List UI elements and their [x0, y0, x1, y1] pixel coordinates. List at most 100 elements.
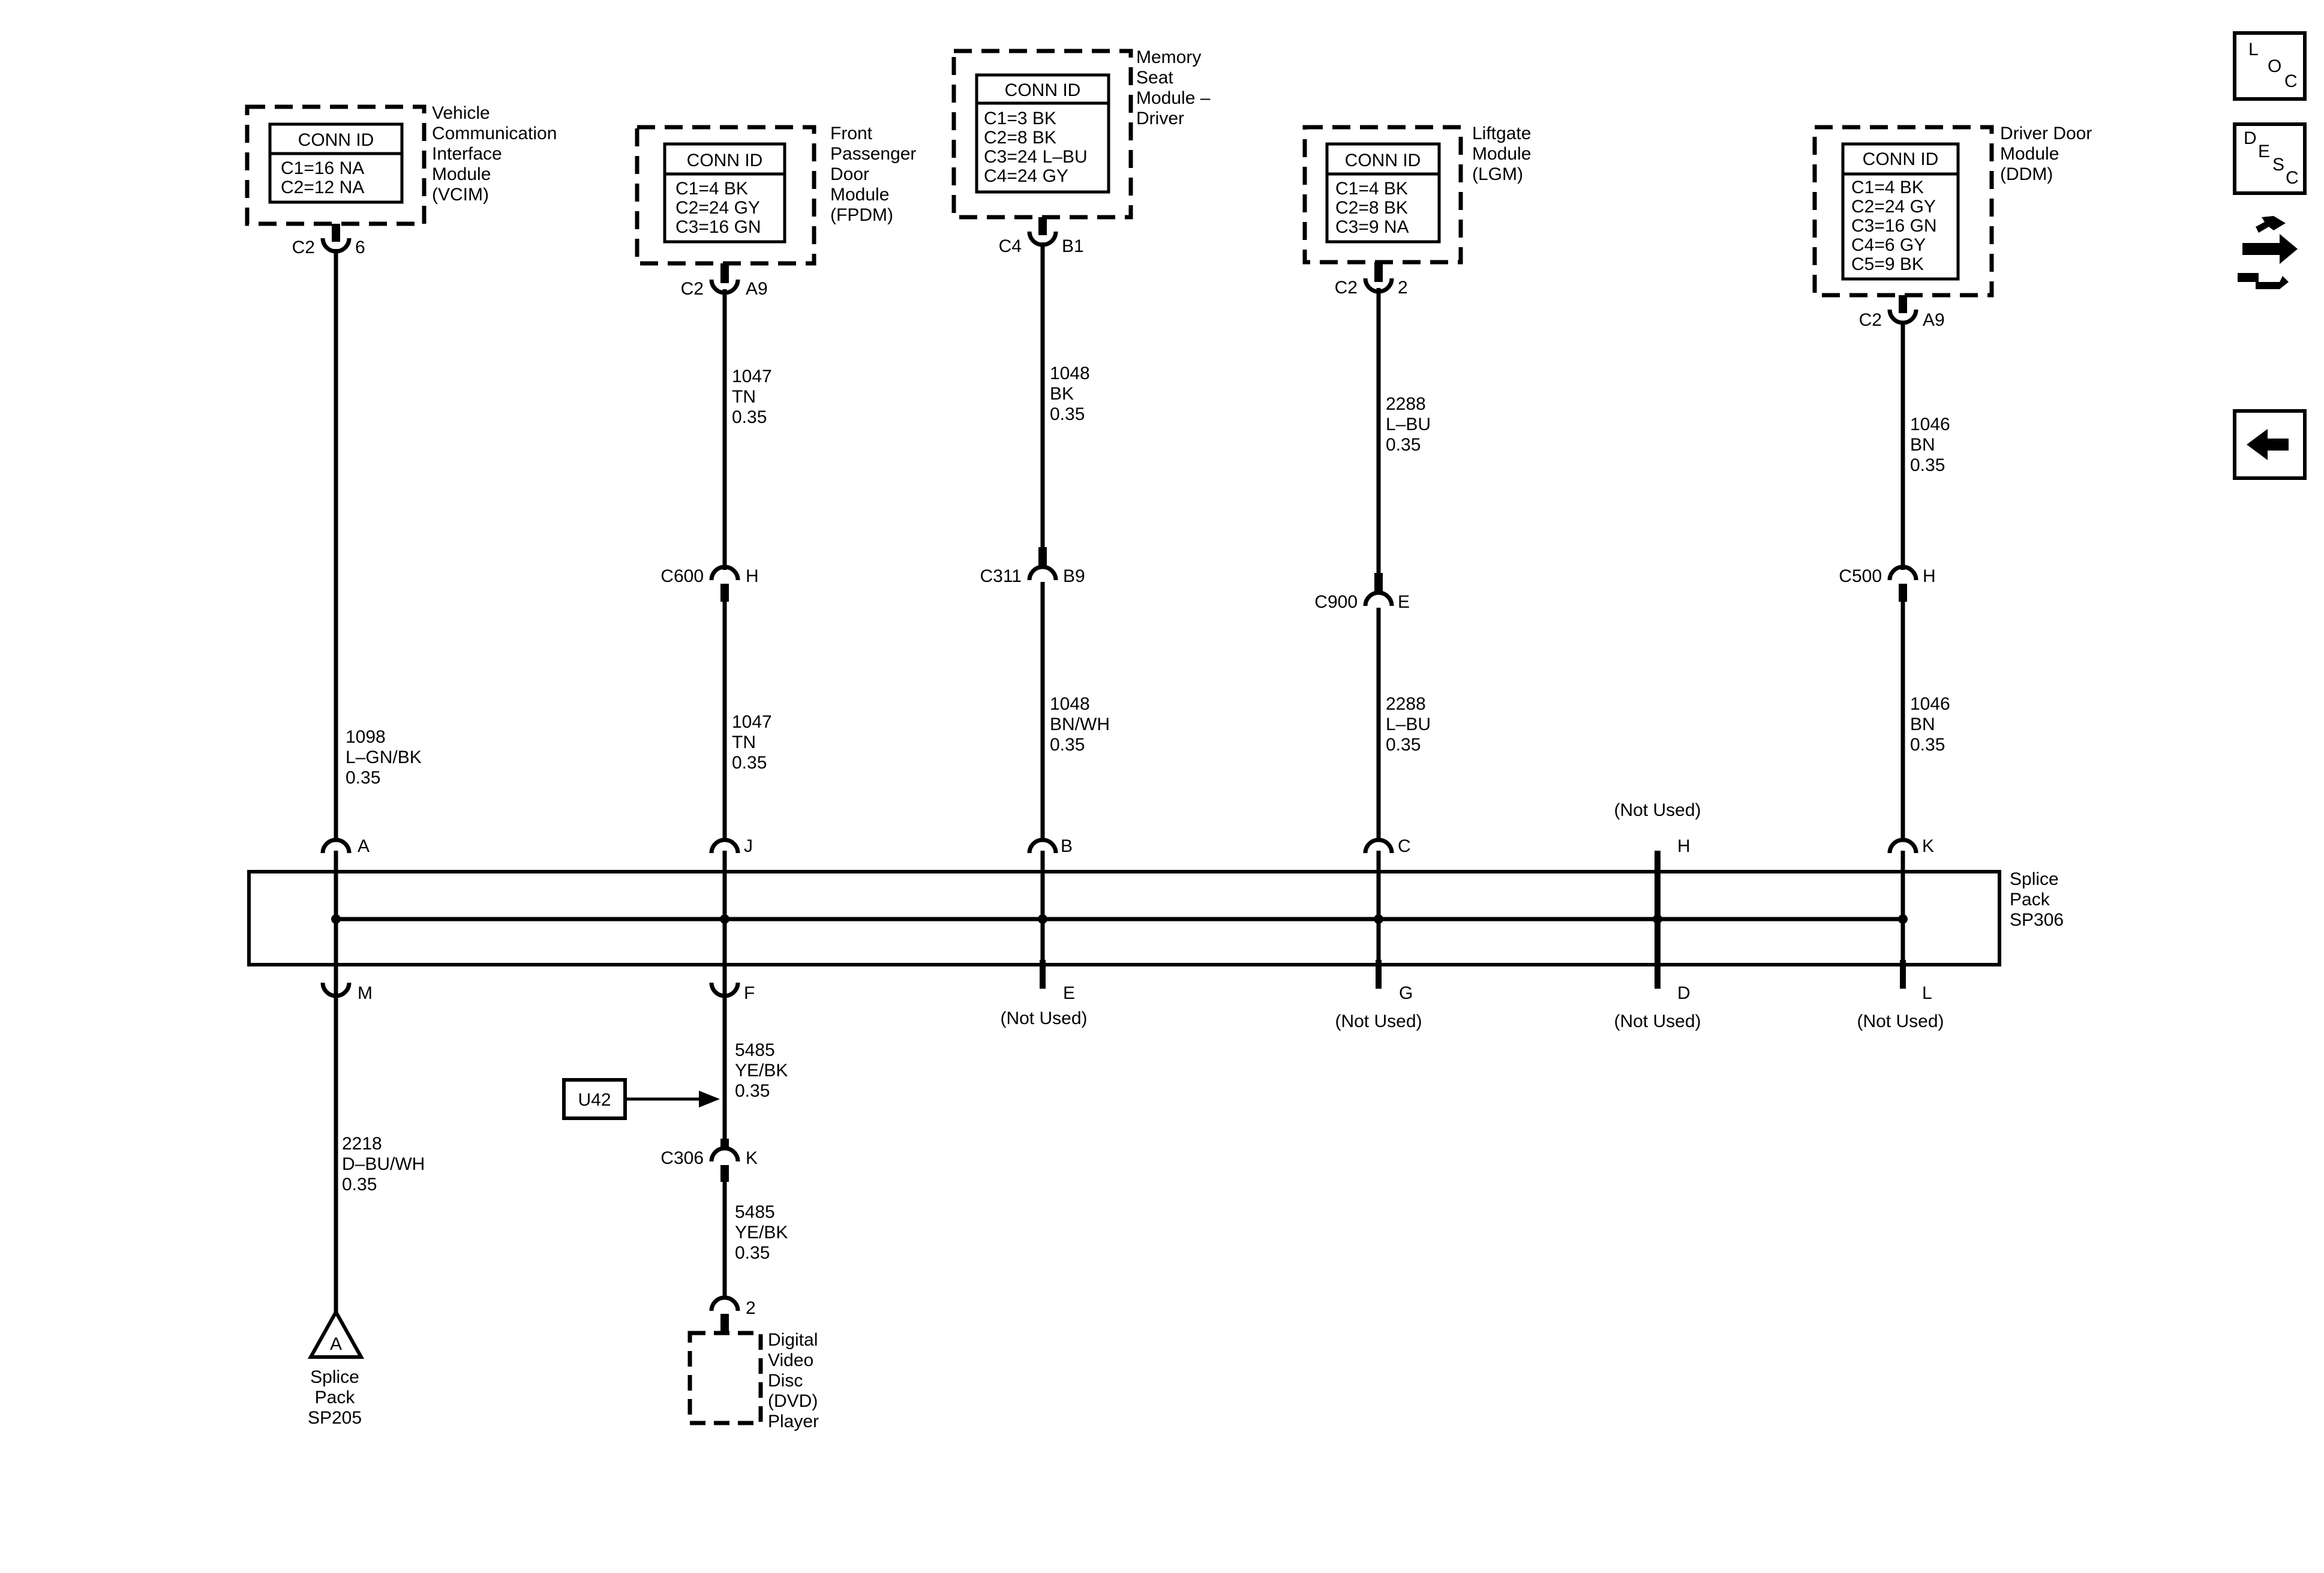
wire-label: YE/BK — [735, 1061, 788, 1080]
conn-id-label: CONN ID — [1345, 151, 1421, 170]
fpdm-module[interactable]: CONN ID C1=4 BK C2=24 GY C3=16 GN Front … — [635, 124, 916, 266]
desc-letter: S — [2272, 155, 2284, 175]
conn-line: C3=9 NA — [1335, 217, 1409, 237]
wire-label: BN — [1910, 715, 1935, 734]
dvd-player[interactable]: Digital Video Disc (DVD) Player — [687, 1330, 819, 1431]
desc-letter: C — [2286, 168, 2299, 188]
module-name: Module – — [1136, 88, 1211, 108]
loc-button[interactable]: L O C — [2233, 31, 2307, 101]
memory-seat-module[interactable]: CONN ID C1=3 BK C2=8 BK C3=24 L–BU C4=24… — [951, 47, 1211, 220]
wire-label: L–BU — [1386, 715, 1431, 734]
pin-label: A — [358, 836, 370, 856]
connector-label: C2 — [1335, 278, 1358, 298]
desc-letter: D — [2244, 128, 2257, 148]
wire-label: 0.35 — [735, 1081, 770, 1101]
dvd-name: Digital — [768, 1330, 818, 1350]
splice-pack-name: Pack — [2010, 890, 2050, 909]
module-name: (VCIM) — [432, 185, 489, 205]
wire-label: 0.35 — [732, 753, 767, 773]
splice-junctions — [331, 914, 1908, 924]
circuit-symbol-icon[interactable] — [2238, 216, 2298, 289]
pin-label: L — [1922, 983, 1932, 1003]
splice-pack-name: Splice — [2010, 869, 2059, 889]
conn-line: C5=9 BK — [1851, 254, 1924, 274]
module-name: Memory — [1136, 47, 1201, 67]
dvd-name: Player — [768, 1412, 819, 1431]
wire-label: D–BU/WH — [342, 1154, 425, 1174]
not-used-label: (Not Used) — [1335, 1011, 1422, 1031]
conn-id-label: CONN ID — [298, 130, 374, 150]
loc-letter: O — [2268, 56, 2281, 76]
module-name: Module — [432, 164, 491, 184]
pin-label: B1 — [1062, 236, 1084, 256]
pin-label: B9 — [1063, 566, 1085, 586]
wire-label: L–BU — [1386, 415, 1431, 434]
desc-button[interactable]: D E S C — [2233, 122, 2307, 195]
wire-label: 0.35 — [346, 768, 380, 788]
desc-letter: E — [2258, 142, 2270, 161]
conn-line: C3=16 GN — [1851, 216, 1937, 236]
connector-label: C900 — [1314, 592, 1358, 612]
splice-pack-sp205[interactable]: A Splice Pack SP205 — [307, 1308, 365, 1428]
loc-letter: C — [2284, 71, 2298, 91]
splice-pack-sp306[interactable]: Splice Pack SP306 — [247, 869, 2064, 966]
module-name: Front — [830, 124, 873, 143]
conn-line: C2=12 NA — [281, 178, 364, 197]
module-name: (LGM) — [1472, 164, 1523, 184]
module-name: Module — [830, 185, 889, 205]
wire-label: YE/BK — [735, 1223, 788, 1242]
wire-label: 5485 — [735, 1040, 775, 1060]
dvd-name: Disc — [768, 1371, 803, 1391]
module-name: Module — [1472, 144, 1531, 164]
module-name: Interface — [432, 144, 502, 164]
module-name: Driver — [1136, 109, 1184, 128]
conn-line: C2=24 GY — [1851, 197, 1936, 217]
splice-pack-name: SP306 — [2010, 910, 2064, 930]
splice-top-pins: A J B C H (Not Used) K — [320, 800, 1934, 987]
pin-label: H — [1677, 836, 1691, 856]
pin-label: A9 — [1923, 310, 1945, 330]
pin-label: C — [1398, 836, 1411, 856]
not-used-label: (Not Used) — [1857, 1011, 1944, 1031]
sp205-name: Splice — [310, 1367, 359, 1387]
wire-label: TN — [732, 387, 756, 407]
conn-line: C3=24 L–BU — [984, 147, 1088, 167]
pin-label: H — [1923, 566, 1936, 586]
pin-label: M — [358, 983, 373, 1003]
u42-reference[interactable]: U42 — [562, 1078, 720, 1120]
vcim-module[interactable]: CONN ID C1=16 NA C2=12 NA Vehicle Commun… — [245, 103, 557, 226]
not-used-label: (Not Used) — [1000, 1008, 1087, 1028]
wire-label: 5485 — [735, 1202, 775, 1222]
module-name: Vehicle — [432, 103, 490, 123]
conn-id-label: CONN ID — [687, 151, 763, 170]
module-name: Liftgate — [1472, 124, 1531, 143]
wire-label: BK — [1050, 384, 1074, 404]
wire-label: 0.35 — [1910, 455, 1945, 475]
pin-label: G — [1399, 983, 1413, 1003]
sp205-name: SP205 — [308, 1408, 362, 1428]
dvd-name: (DVD) — [768, 1391, 818, 1411]
wire-label: BN/WH — [1050, 715, 1110, 734]
pin-label: H — [746, 566, 759, 586]
wire-label: 0.35 — [735, 1243, 770, 1263]
loc-letter: L — [2248, 40, 2259, 59]
module-name: Seat — [1136, 68, 1173, 88]
driver-door-module[interactable]: CONN ID C1=4 BK C2=24 GY C3=16 GN C4=6 G… — [1812, 124, 2092, 298]
connector-label: C500 — [1839, 566, 1882, 586]
pin-label: D — [1677, 983, 1691, 1003]
wire-label: 0.35 — [1910, 735, 1945, 755]
sp205-symbol: A — [330, 1334, 342, 1354]
wire-label: 0.35 — [1050, 735, 1085, 755]
wire-label: 1046 — [1910, 694, 1950, 714]
connector-label: C4 — [999, 236, 1022, 256]
conn-line: C2=8 BK — [984, 128, 1056, 148]
wire-label: 1047 — [732, 367, 772, 386]
module-name: Module — [2000, 144, 2059, 164]
back-arrow-icon[interactable] — [2233, 409, 2307, 480]
wire-label: 2288 — [1386, 694, 1426, 714]
liftgate-module[interactable]: CONN ID C1=4 BK C2=8 BK C3=9 NA Liftgate… — [1302, 124, 1531, 265]
dvd-name: Video — [768, 1350, 813, 1370]
conn-line: C4=6 GY — [1851, 235, 1926, 255]
module-name: (DDM) — [2000, 164, 2053, 184]
